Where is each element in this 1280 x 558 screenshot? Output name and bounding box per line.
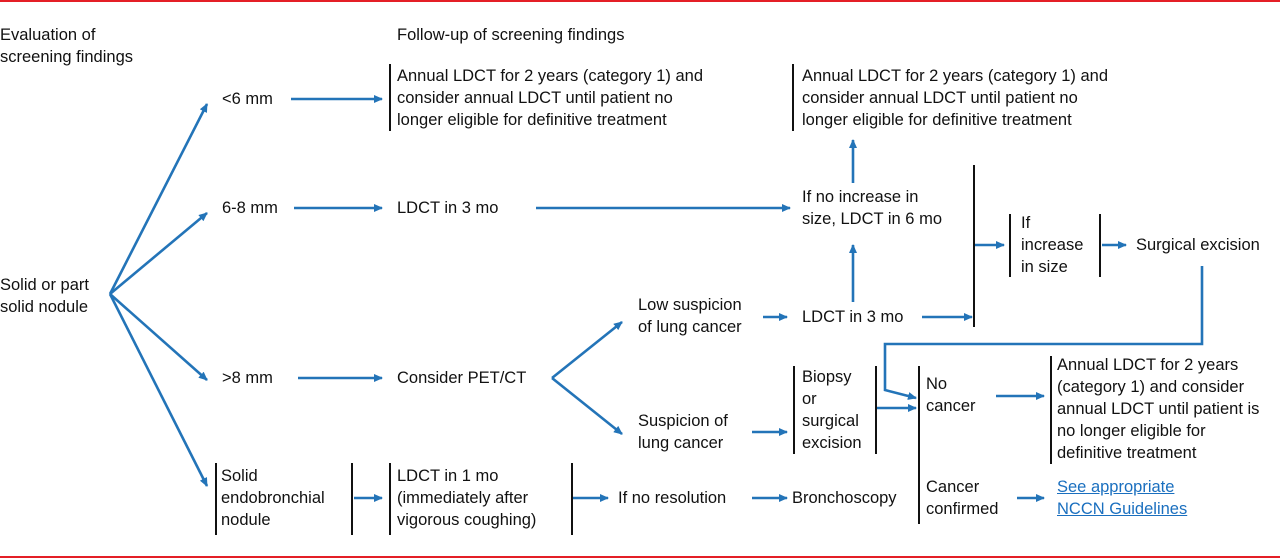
bracket-bar <box>215 463 217 535</box>
arrow-to-gt8mm <box>109 293 208 381</box>
arrow-pet-to-suspicion <box>551 376 623 436</box>
arrow-pet-to-low-suspicion <box>551 320 623 380</box>
node-lt6mm: <6 mm <box>222 90 273 108</box>
bracket-bar <box>973 165 975 327</box>
node-endobronchial: Solid endobronchial nodule <box>221 467 325 529</box>
node-biopsy: Biopsy or surgical excision <box>802 368 862 452</box>
node-gt8mm: >8 mm <box>222 369 273 387</box>
node-solid-nodule: Solid or part solid nodule <box>0 276 89 316</box>
node-no-resolution: If no resolution <box>618 489 727 507</box>
bracket-bar <box>1050 356 1052 464</box>
node-if-increase: If increase in size <box>1021 214 1084 276</box>
bracket-bar <box>389 463 391 535</box>
arrow-to-lt6mm <box>108 103 209 295</box>
node-ldct-1mo: LDCT in 1 mo (immediately after vigorous… <box>397 467 537 529</box>
node-consider-pet: Consider PET/CT <box>397 369 527 387</box>
header-evaluation: Evaluation of screening findings <box>0 26 133 66</box>
node-surgical-excision: Surgical excision <box>1136 236 1260 254</box>
node-bronchoscopy: Bronchoscopy <box>792 489 897 507</box>
bracket-bar <box>571 463 573 535</box>
bracket-bar <box>351 463 353 535</box>
node-6-8mm: 6-8 mm <box>222 199 278 217</box>
bracket-bar <box>793 366 795 454</box>
node-low-suspicion: Low suspicion of lung cancer <box>638 296 742 336</box>
bracket-bar <box>389 64 391 131</box>
node-no-cancer: No cancer <box>926 375 976 415</box>
node-ldct-3mo-a: LDCT in 3 mo <box>397 199 499 217</box>
bottom-red-rule <box>0 556 1280 558</box>
bracket-bar <box>792 64 794 131</box>
node-annual-ldct-3: Annual LDCT for 2 years (category 1) and… <box>1057 356 1260 462</box>
arrow-to-endobronchial <box>108 293 209 487</box>
node-no-increase: If no increase in size, LDCT in 6 mo <box>802 188 942 228</box>
bracket-bar <box>1099 214 1101 277</box>
bracket-bar <box>918 366 920 524</box>
node-cancer-confirmed: Cancer confirmed <box>926 478 999 518</box>
arrow-to-6-8mm <box>109 212 208 295</box>
connector-surgical-to-no-cancer <box>883 266 1204 400</box>
node-annual-ldct-2: Annual LDCT for 2 years (category 1) and… <box>802 67 1109 129</box>
node-ldct-3mo-b: LDCT in 3 mo <box>802 308 904 326</box>
node-suspicion: Suspicion of lung cancer <box>638 412 728 452</box>
bracket-bar <box>875 366 877 454</box>
header-followup: Follow-up of screening findings <box>397 26 625 44</box>
bracket-bar <box>1009 214 1011 277</box>
nccn-guidelines-link[interactable]: See appropriate NCCN Guidelines <box>1057 478 1188 518</box>
top-red-rule <box>0 0 1280 2</box>
node-annual-ldct-1: Annual LDCT for 2 years (category 1) and… <box>397 67 704 129</box>
